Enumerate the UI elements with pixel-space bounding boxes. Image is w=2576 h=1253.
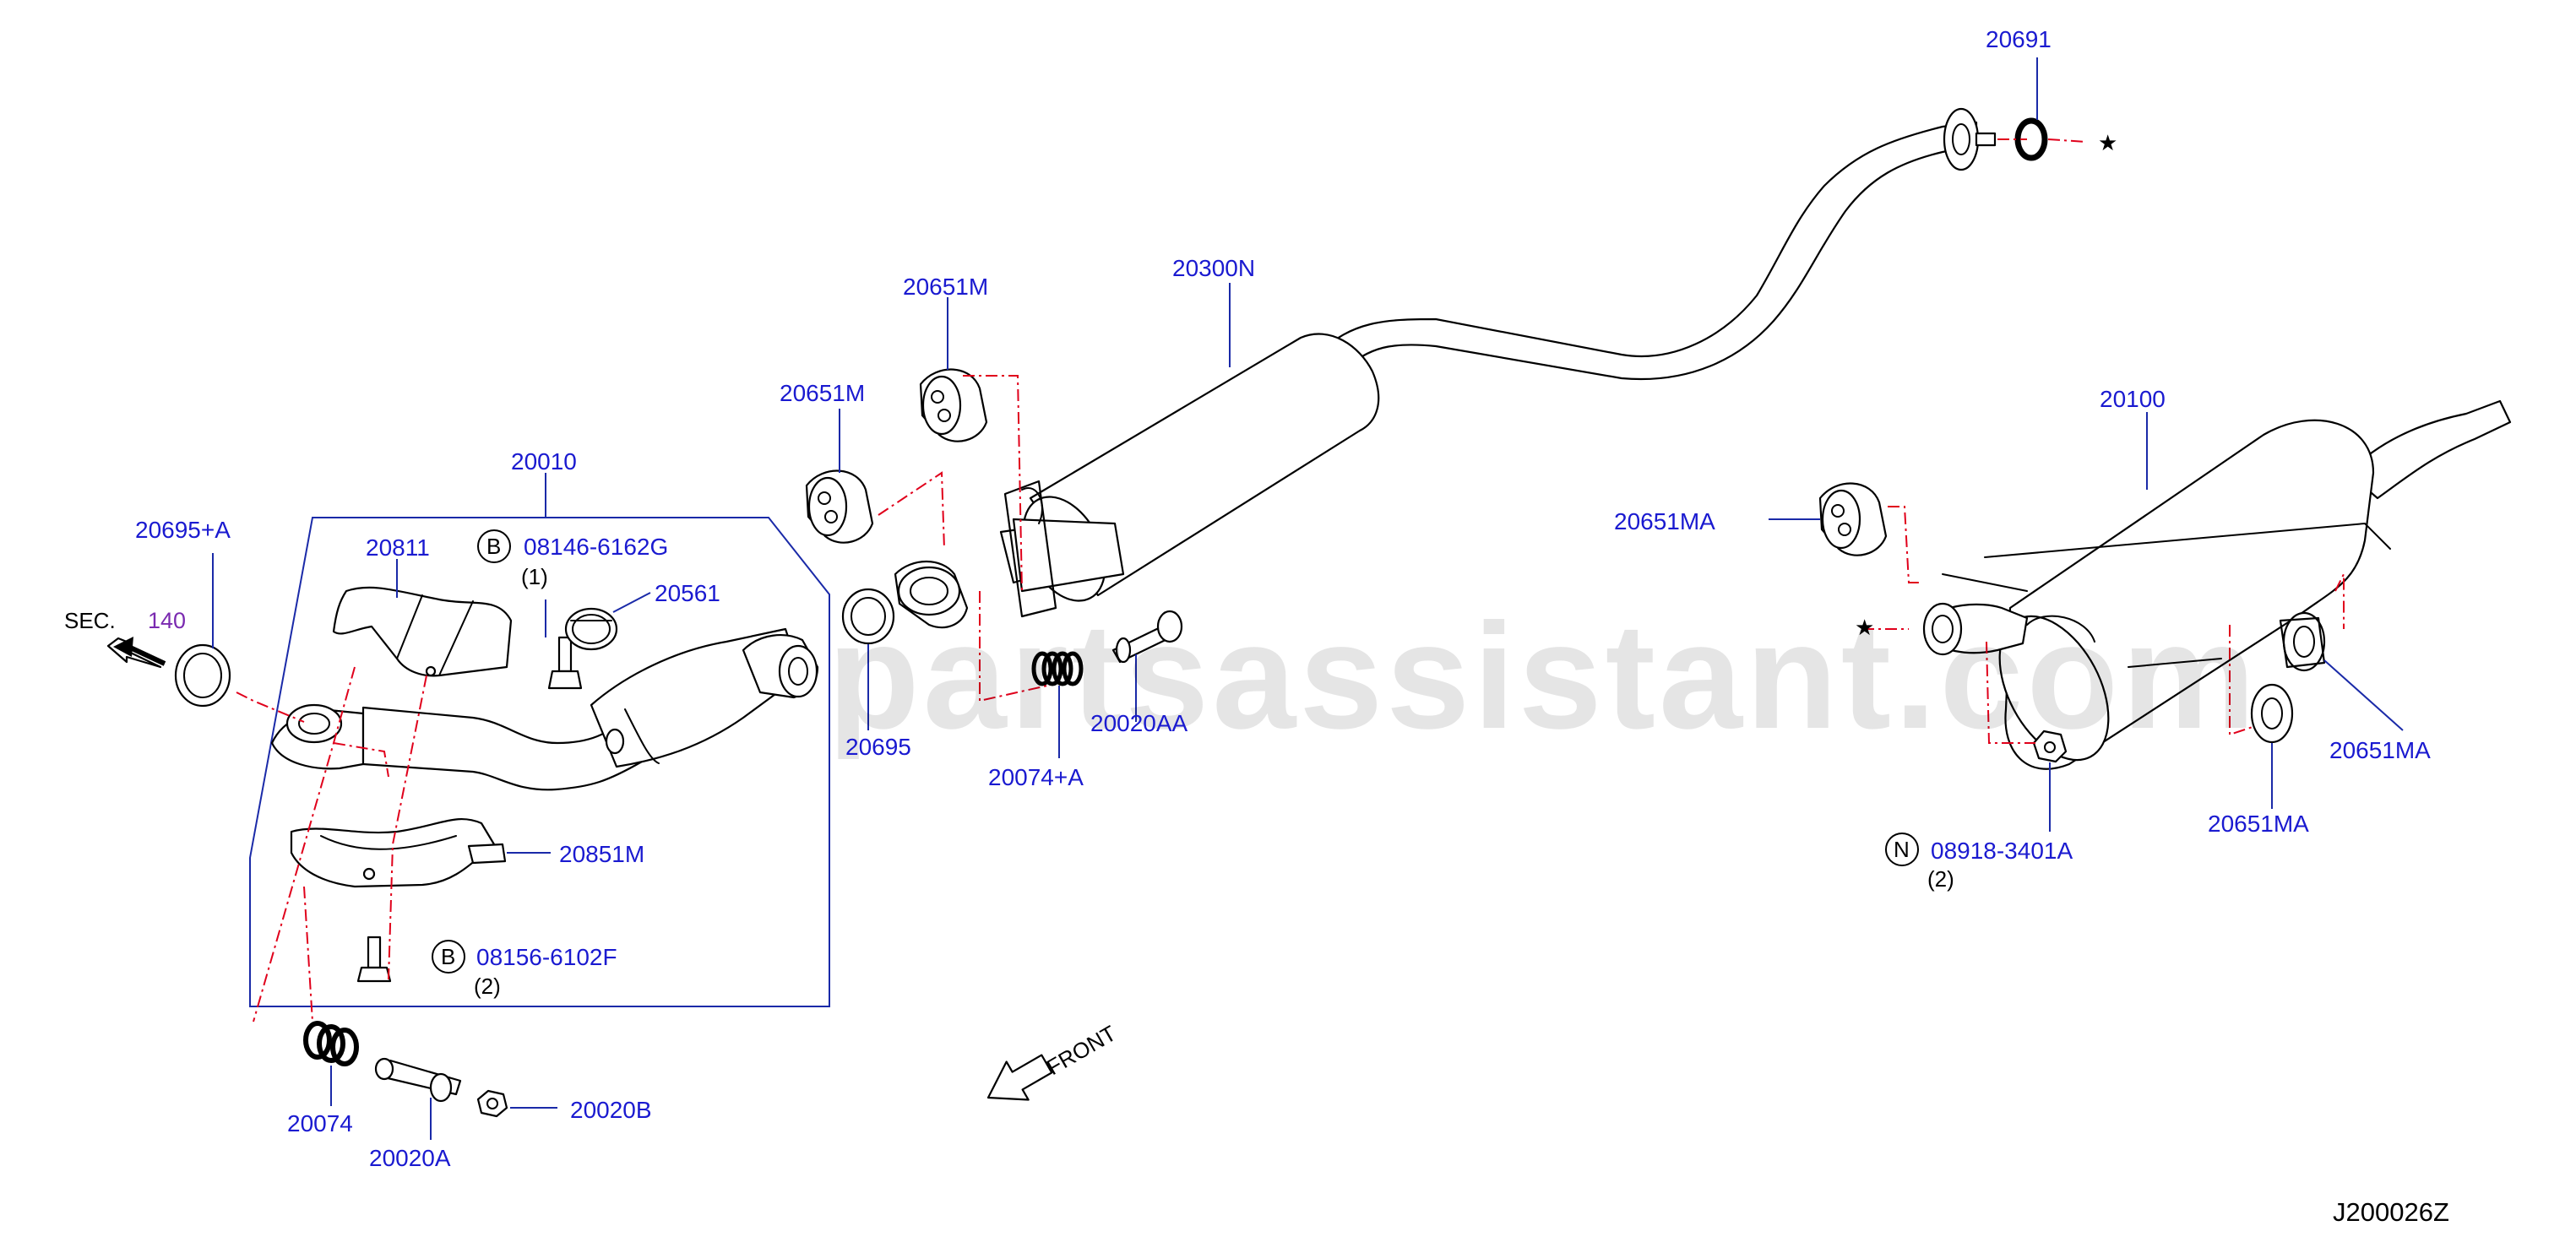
label-08918-3401a: 08918-3401A — [1931, 838, 2073, 864]
bolt-08146-6162g — [547, 636, 583, 690]
label-20100: 20100 — [2100, 386, 2166, 412]
main-muffler-inlet-flange — [1922, 602, 2029, 656]
insulator-20651m-lower — [805, 469, 874, 544]
bolt-callout-letter-2: B — [441, 944, 455, 969]
label-20074a: 20074+A — [988, 764, 1084, 790]
label-20651m-top: 20651M — [903, 274, 988, 300]
bolt-callout-letter-1: B — [486, 534, 501, 559]
qty-08918-3401a: (2) — [1927, 866, 1954, 892]
insulator-20651ma-left — [1818, 482, 1888, 556]
bolt-callout-circle-1 — [477, 529, 511, 563]
label-20010: 20010 — [511, 448, 577, 475]
nut-callout-letter: N — [1894, 837, 1910, 862]
spring-20074 — [303, 1021, 359, 1066]
label-20651ma-left: 20651MA — [1614, 508, 1715, 534]
stud-bolt-20020a — [374, 1057, 462, 1103]
reference-lines — [236, 138, 2345, 1022]
label-20561: 20561 — [655, 580, 720, 606]
insulator-20651ma-right — [2279, 611, 2326, 672]
star-marker-top: ★ — [2098, 130, 2117, 155]
front-label: FRONT — [1042, 1020, 1121, 1080]
label-20300n: 20300N — [1172, 255, 1255, 281]
qty-08156-6102f: (2) — [474, 974, 501, 999]
nut-callout-circle — [1885, 833, 1919, 866]
center-pipe-rear-flange — [1943, 107, 1997, 171]
catalytic-converter-front-pipe — [270, 627, 819, 791]
insulator-20651ma-bottom — [2250, 683, 2294, 744]
label-20695a: 20695+A — [135, 517, 231, 543]
label-08146-6162g: 08146-6162G — [524, 534, 668, 560]
nut-08918-3401a — [2032, 730, 2068, 763]
label-20851m: 20851M — [559, 841, 644, 867]
diagram-code: J200026Z — [2333, 1197, 2449, 1227]
stud-bolt-20020aa — [1111, 610, 1183, 664]
watermark-text: partsassistant.com — [828, 592, 2258, 760]
front-direction-arrow-icon — [986, 1054, 1053, 1101]
label-20020a: 20020A — [369, 1145, 451, 1171]
gasket-20695 — [841, 588, 895, 645]
clamp-ring-20561 — [564, 607, 618, 651]
main-muffler — [1942, 399, 2512, 770]
bolt-08156-6102f — [356, 936, 392, 983]
label-20651m-mid: 20651M — [780, 380, 865, 406]
section-arrow-head-icon — [113, 637, 133, 657]
star-marker-muffler: ★ — [1855, 615, 1874, 640]
section-arrow-shaft — [125, 643, 166, 666]
label-20020aa: 20020AA — [1090, 710, 1188, 736]
label-20074: 20074 — [287, 1110, 353, 1136]
label-20020b: 20020B — [570, 1097, 652, 1123]
label-20651ma-bottom: 20651MA — [2208, 811, 2309, 837]
spring-20074a — [1031, 651, 1084, 686]
label-20811: 20811 — [366, 534, 430, 561]
gasket-20691 — [2014, 117, 2048, 161]
section-number: 140 — [148, 608, 186, 633]
section-arrow-icon — [106, 637, 162, 669]
bolt-callout-circle-2 — [432, 940, 465, 974]
leader-lines — [212, 57, 2404, 1140]
center-muffler-pipe — [894, 121, 1978, 629]
upper-heat-shield — [332, 586, 513, 677]
label-20695: 20695 — [845, 734, 911, 760]
insulator-20651m-upper — [919, 368, 988, 442]
nut-20020b — [476, 1089, 508, 1118]
label-20691: 20691 — [1986, 26, 2052, 52]
catalyst-assembly-box — [249, 517, 830, 1007]
label-20651ma-right: 20651MA — [2329, 737, 2431, 763]
lower-heat-shield — [290, 817, 507, 888]
label-08156-6102f: 08156-6102F — [476, 944, 617, 970]
qty-08146-6162g: (1) — [521, 564, 548, 589]
section-prefix: SEC. — [64, 608, 116, 633]
gasket-20695a — [174, 643, 231, 708]
